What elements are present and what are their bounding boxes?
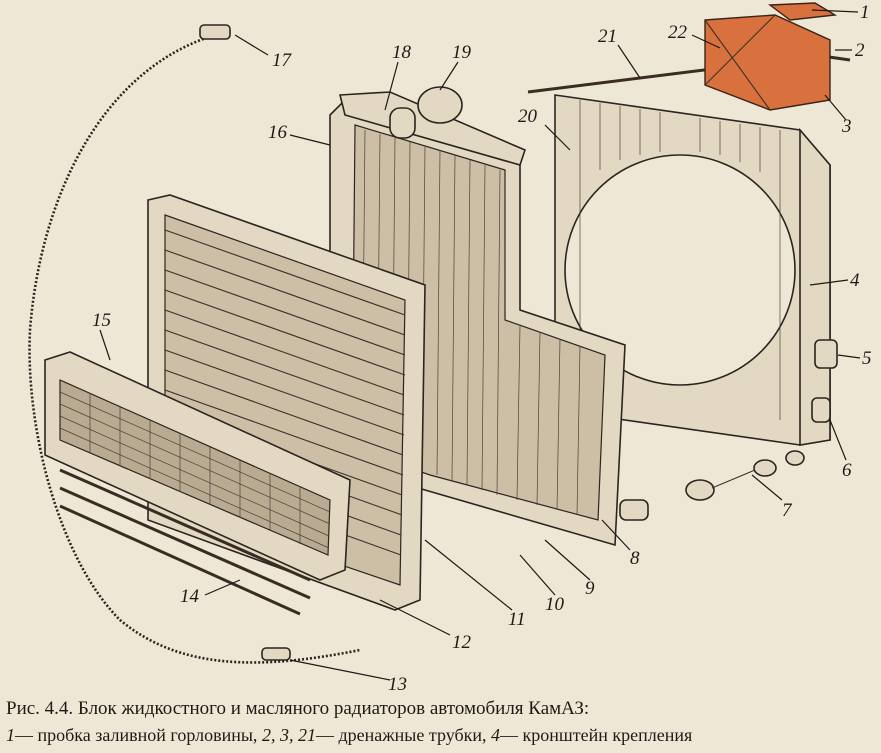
legend-num-3: 4 — [491, 725, 501, 745]
callout-4: 4 — [850, 270, 860, 291]
legend-text-2: — дренажные трубки, — [315, 725, 492, 745]
callout-5: 5 — [862, 348, 872, 369]
screen-mesh — [59, 391, 331, 549]
exploded-radiator-diagram: 1 2 3 4 5 6 7 8 9 10 11 12 13 14 15 16 1… — [28, 2, 872, 690]
caption-legend: 1— пробка заливной горловины, 2, 3, 21— … — [6, 722, 878, 748]
filler-neck — [417, 86, 463, 124]
callouts: 1 2 3 4 5 6 7 8 9 10 11 12 13 14 15 16 1… — [92, 2, 872, 690]
callout-8: 8 — [630, 548, 640, 569]
leader-lines — [99, 9, 861, 681]
legend-num-2: 2, 3, 21 — [261, 725, 316, 745]
figure-caption: Рис. 4.4. Блок жидкостного и масляного р… — [6, 696, 878, 748]
callout-21: 21 — [598, 26, 617, 47]
callout-13: 13 — [388, 674, 407, 690]
caption-title: Рис. 4.4. Блок жидкостного и масляного р… — [6, 698, 590, 719]
callout-19: 19 — [452, 42, 472, 63]
callout-14: 14 — [180, 586, 200, 607]
callout-1: 1 — [860, 2, 870, 23]
callout-9: 9 — [585, 578, 595, 599]
hose — [28, 24, 361, 664]
callout-12: 12 — [452, 632, 472, 653]
callout-20: 20 — [518, 106, 538, 127]
callout-15: 15 — [92, 310, 111, 331]
callout-17: 17 — [272, 50, 293, 71]
legend-num-1: 1 — [6, 725, 15, 745]
callout-16: 16 — [268, 122, 288, 143]
callout-22: 22 — [668, 22, 688, 43]
callout-7: 7 — [782, 500, 793, 521]
legend-text-3: — кронштейн крепления — [500, 725, 693, 745]
callout-2: 2 — [855, 40, 865, 61]
callout-6: 6 — [842, 460, 852, 481]
valve-block — [704, 2, 838, 111]
callout-11: 11 — [508, 609, 526, 630]
fittings — [619, 339, 838, 521]
legend-text-1: — пробка заливной горловины, — [15, 725, 262, 745]
oil-radiator-screen — [44, 351, 351, 616]
callout-3: 3 — [841, 116, 852, 137]
callout-10: 10 — [545, 594, 565, 615]
callout-18: 18 — [392, 42, 412, 63]
